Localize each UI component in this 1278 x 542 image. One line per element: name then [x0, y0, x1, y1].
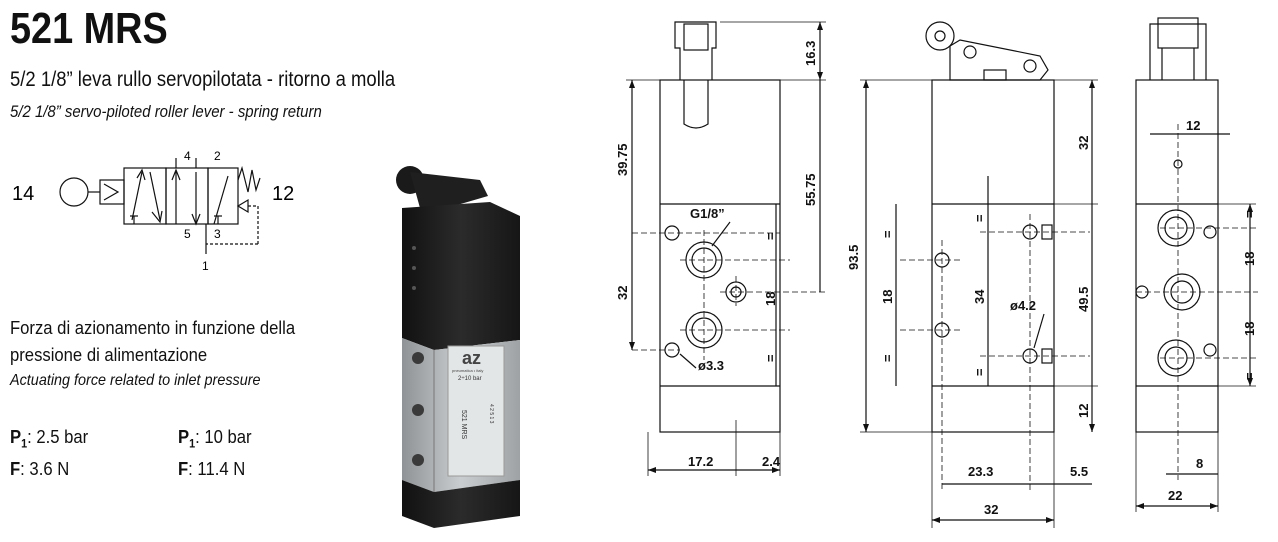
dim-hole-4-2: ø4.2: [1010, 298, 1036, 313]
dim-2-4: 2.4: [762, 454, 781, 469]
port-14-label: 14: [12, 183, 34, 205]
dim-front-eq1: =: [763, 232, 778, 240]
dim-5-5: 5.5: [1070, 464, 1088, 479]
photo-port-numbers: 4 2 5 1 3: [488, 404, 494, 424]
dim-34: 34: [972, 289, 987, 304]
dim-93-5: 93.5: [846, 245, 861, 270]
product-subtitle-english: 5/2 1/8” servo-piloted roller lever - sp…: [10, 102, 322, 121]
dim-side-32: 32: [1076, 136, 1091, 150]
dim-thread-g18: G1/8”: [690, 206, 725, 221]
dim-end-eq1: =: [1242, 210, 1257, 218]
dim-side-bottom-32: 32: [984, 502, 998, 517]
product-title: 521 MRS: [10, 4, 168, 53]
port-1-label: 1: [202, 259, 209, 273]
dim-16-3: 16.3: [803, 41, 818, 66]
dim-side-12: 12: [1076, 404, 1091, 418]
dim-39-75: 39.75: [615, 143, 630, 176]
dim-front-32: 32: [615, 286, 630, 300]
pneumatic-symbol: 14 12 4 2 5 3 1: [12, 149, 294, 273]
dim-side-eq3: =: [972, 214, 987, 222]
dim-hole-3-3: ø3.3: [698, 358, 724, 373]
dim-end-12: 12: [1186, 118, 1200, 133]
force-line1: Forza di azionamento in funzione della: [10, 317, 296, 338]
brand-logo: az: [462, 348, 481, 368]
dim-end-18b: 18: [1242, 322, 1257, 336]
force-low: F: 3.6 N: [10, 458, 70, 479]
force-line2: pressione di alimentazione: [10, 344, 208, 365]
dim-end-8: 8: [1196, 456, 1203, 471]
port-2-label: 2: [214, 149, 221, 163]
port-4-label: 4: [184, 149, 191, 163]
product-photo: az pneumatica • italy 2÷10 bar 521 MRS 4…: [396, 166, 520, 528]
pressure-low: P1: 2.5 bar: [10, 426, 89, 451]
force-high: F: 11.4 N: [178, 458, 246, 479]
product-subtitle-italian: 5/2 1/8” leva rullo servopilotata - rito…: [10, 68, 396, 91]
brand-sub: pneumatica • italy: [452, 368, 483, 373]
dim-front-18: 18: [763, 292, 778, 306]
photo-model: 521 MRS: [460, 410, 467, 440]
dim-side-eq2: =: [880, 354, 895, 362]
dim-55-75: 55.75: [803, 173, 818, 206]
dim-front-eq2: =: [763, 354, 778, 362]
force-text-english: Actuating force related to inlet pressur…: [10, 372, 261, 389]
dim-end-eq2: =: [1242, 372, 1257, 380]
port-12-label: 12: [272, 183, 294, 205]
port-3-label: 3: [214, 227, 221, 241]
force-text-italian: Forza di azionamento in funzione della p…: [10, 314, 295, 368]
dim-end-22: 22: [1168, 488, 1182, 503]
dim-side-eq4: =: [972, 368, 987, 376]
photo-pressure: 2÷10 bar: [458, 376, 482, 382]
dim-end-18a: 18: [1242, 252, 1257, 266]
dim-17-2: 17.2: [688, 454, 713, 469]
dim-23-3: 23.3: [968, 464, 993, 479]
dim-side-18: 18: [880, 290, 895, 304]
port-5-label: 5: [184, 227, 191, 241]
dim-49-5: 49.5: [1076, 287, 1091, 312]
pressure-high: P1: 10 bar: [178, 426, 252, 451]
dim-side-eq1: =: [880, 230, 895, 238]
